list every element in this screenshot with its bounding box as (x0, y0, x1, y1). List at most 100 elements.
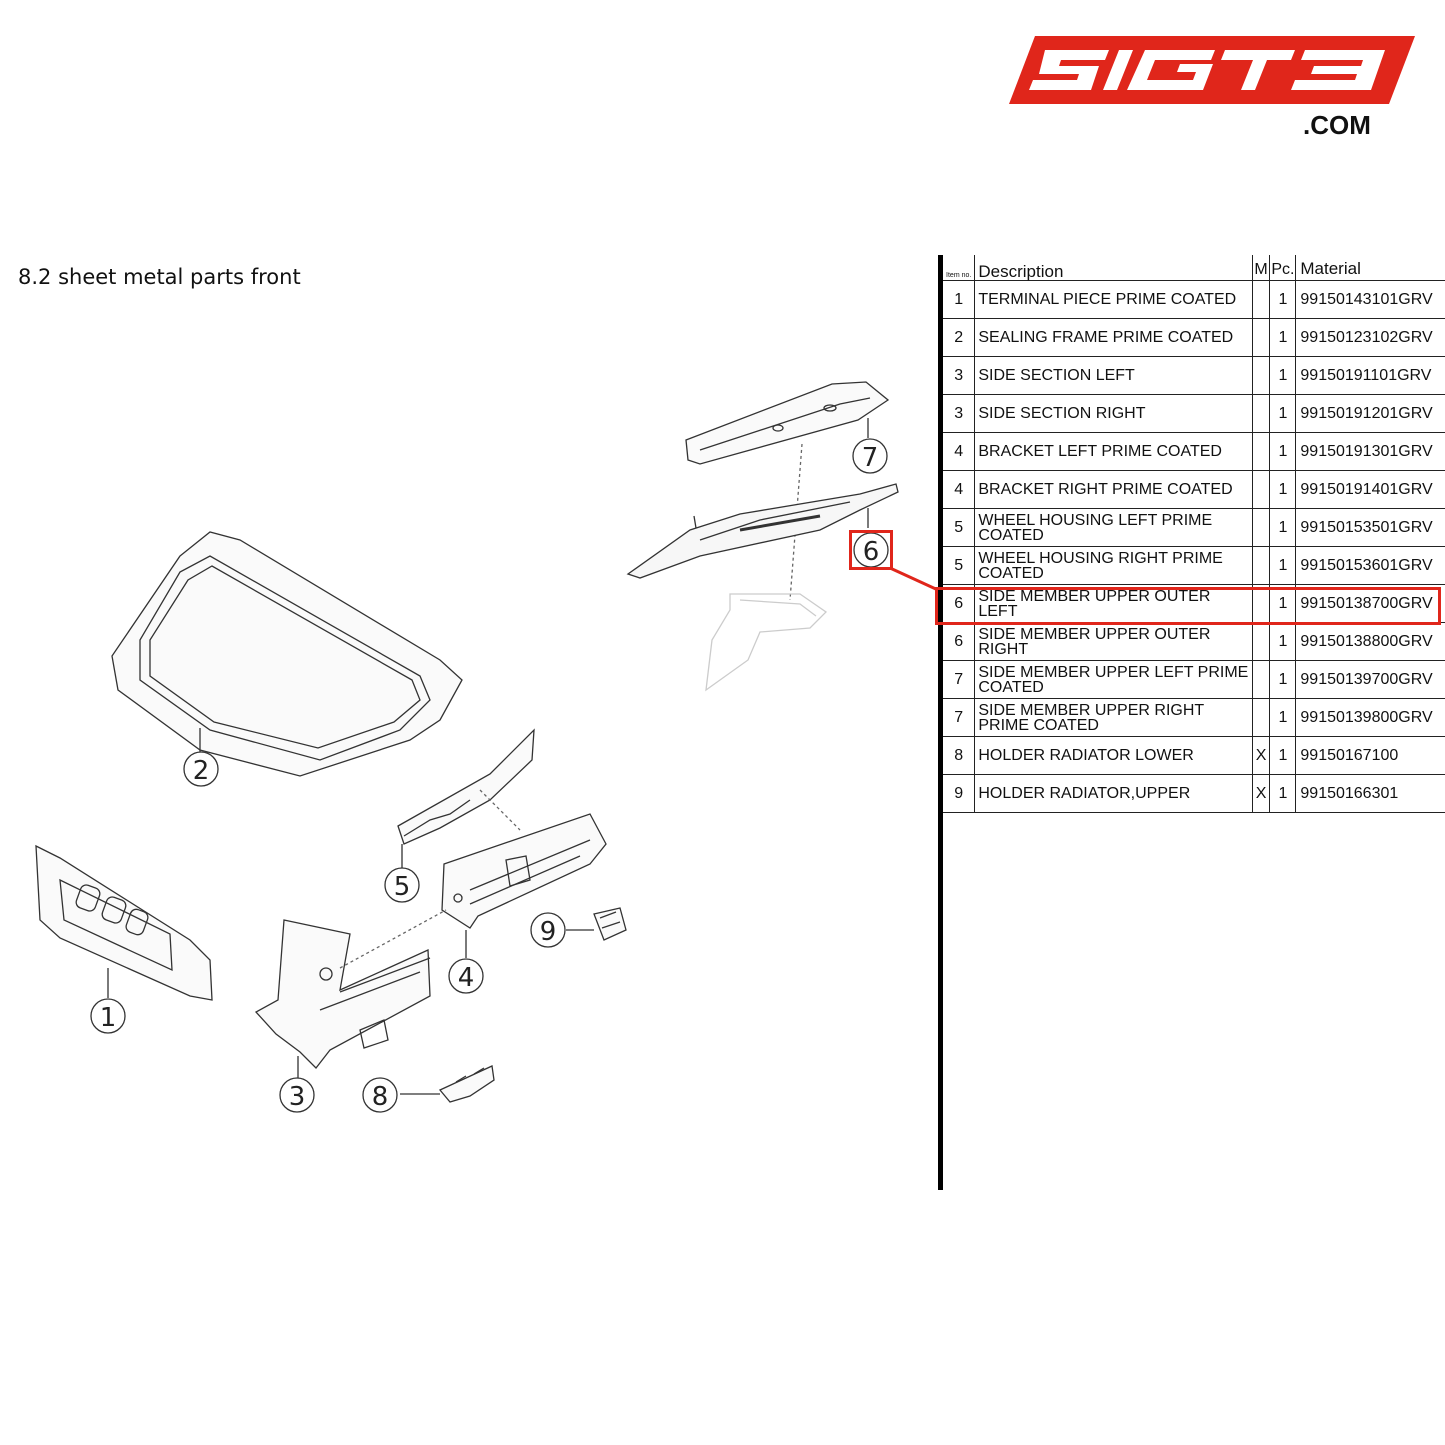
cell-pc: 1 (1269, 356, 1297, 395)
part-3-drawing (254, 909, 447, 1078)
callout-9: 9 (530, 912, 566, 948)
callout-6-label: 6 (863, 537, 880, 567)
callout-7: 7 (852, 438, 888, 474)
callout-8-label: 8 (372, 1082, 389, 1112)
cell-item: 3 (943, 394, 976, 433)
page-title: 8.2 sheet metal parts front (18, 265, 301, 289)
cell-item: 2 (943, 318, 976, 357)
highlight-callout-box (849, 530, 893, 570)
cell-material: 99150123102GRV (1295, 318, 1445, 357)
cell-description: HOLDER RADIATOR,UPPER (974, 774, 1253, 813)
cell-item: 4 (943, 432, 976, 471)
cell-pc: 1 (1269, 660, 1297, 699)
cell-description: SIDE MEMBER UPPER OUTER RIGHT (974, 622, 1253, 661)
cell-pc: 1 (1269, 508, 1297, 547)
header-pc: Pc. (1269, 255, 1297, 281)
cell-item: 9 (943, 774, 976, 813)
cell-material: 99150153601GRV (1295, 546, 1445, 585)
part-6-ghost-drawing (705, 593, 828, 692)
part-5-drawing (397, 728, 535, 868)
cell-description: SIDE MEMBER UPPER OUTER LEFT (974, 584, 1253, 623)
cell-m (1252, 698, 1271, 737)
callout-4-label: 4 (458, 963, 475, 993)
cell-item: 3 (943, 356, 976, 395)
part-4-drawing (441, 813, 607, 958)
cell-description: BRACKET RIGHT PRIME COATED (974, 470, 1253, 509)
cell-item: 5 (943, 508, 976, 547)
part-2-drawing (111, 531, 463, 777)
parts-diagram: 1 2 3 4 5 6 7 8 9 (35, 381, 899, 1113)
cell-material: 99150191401GRV (1295, 470, 1445, 509)
cell-description: SIDE MEMBER UPPER RIGHT PRIME COATED (974, 698, 1253, 737)
callout-3-label: 3 (289, 1082, 306, 1112)
cell-item: 6 (943, 622, 976, 661)
cell-material: 99150139800GRV (1295, 698, 1445, 737)
cell-pc: 1 (1269, 584, 1297, 623)
cell-m (1252, 470, 1271, 509)
cell-description: SEALING FRAME PRIME COATED (974, 318, 1253, 357)
cell-material: 99150166301 (1295, 774, 1445, 813)
cell-pc: 1 (1269, 546, 1297, 585)
table-header-row: Item no. Description M Pc. Material (943, 255, 1445, 281)
cell-item: 7 (943, 660, 976, 699)
callout-4: 4 (448, 958, 484, 994)
callout-5-label: 5 (394, 872, 411, 902)
cell-item: 1 (943, 280, 976, 319)
cell-item: 4 (943, 470, 976, 509)
cell-m: X (1252, 774, 1271, 813)
header-description: Description (974, 255, 1253, 281)
cell-description: WHEEL HOUSING LEFT PRIME COATED (974, 508, 1253, 547)
callout-9-label: 9 (540, 917, 557, 947)
cell-m (1252, 356, 1271, 395)
part-6-drawing (626, 483, 899, 579)
highlight-row-box (935, 587, 1441, 625)
callout-8: 8 (362, 1077, 398, 1113)
cell-m (1252, 508, 1271, 547)
cell-pc: 1 (1269, 432, 1297, 471)
callout-3: 3 (279, 1077, 315, 1113)
cell-material: 99150143101GRV (1295, 280, 1445, 319)
callout-5: 5 (384, 867, 420, 903)
cell-description: BRACKET LEFT PRIME COATED (974, 432, 1253, 471)
cell-m (1252, 432, 1271, 471)
callout-2: 2 (183, 751, 219, 787)
cell-m (1252, 546, 1271, 585)
table-separator (938, 255, 943, 1190)
cell-pc: 1 (1269, 622, 1297, 661)
header-item: Item no. (943, 255, 976, 281)
cell-description: SIDE SECTION RIGHT (974, 394, 1253, 433)
cell-m: X (1252, 736, 1271, 775)
part-1-drawing (35, 844, 213, 1001)
cell-material: 99150191301GRV (1295, 432, 1445, 471)
cell-item: 8 (943, 736, 976, 775)
cell-m (1252, 280, 1271, 319)
cell-material: 99150191201GRV (1295, 394, 1445, 433)
cell-pc: 1 (1269, 280, 1297, 319)
part-8-drawing (400, 1065, 495, 1103)
callout-1: 1 (90, 998, 126, 1034)
cell-pc: 1 (1269, 698, 1297, 737)
cell-pc: 1 (1269, 774, 1297, 813)
cell-item: 6 (943, 584, 976, 623)
logo-graphic (1009, 36, 1415, 104)
cell-description: SIDE SECTION LEFT (974, 356, 1253, 395)
cell-item: 7 (943, 698, 976, 737)
cell-m (1252, 660, 1271, 699)
cell-pc: 1 (1269, 318, 1297, 357)
callout-1-label: 1 (100, 1003, 117, 1033)
cell-pc: 1 (1269, 470, 1297, 509)
cell-material: 99150167100 (1295, 736, 1445, 775)
cell-pc: 1 (1269, 394, 1297, 433)
cell-m (1252, 394, 1271, 433)
cell-description: WHEEL HOUSING RIGHT PRIME COATED (974, 546, 1253, 585)
